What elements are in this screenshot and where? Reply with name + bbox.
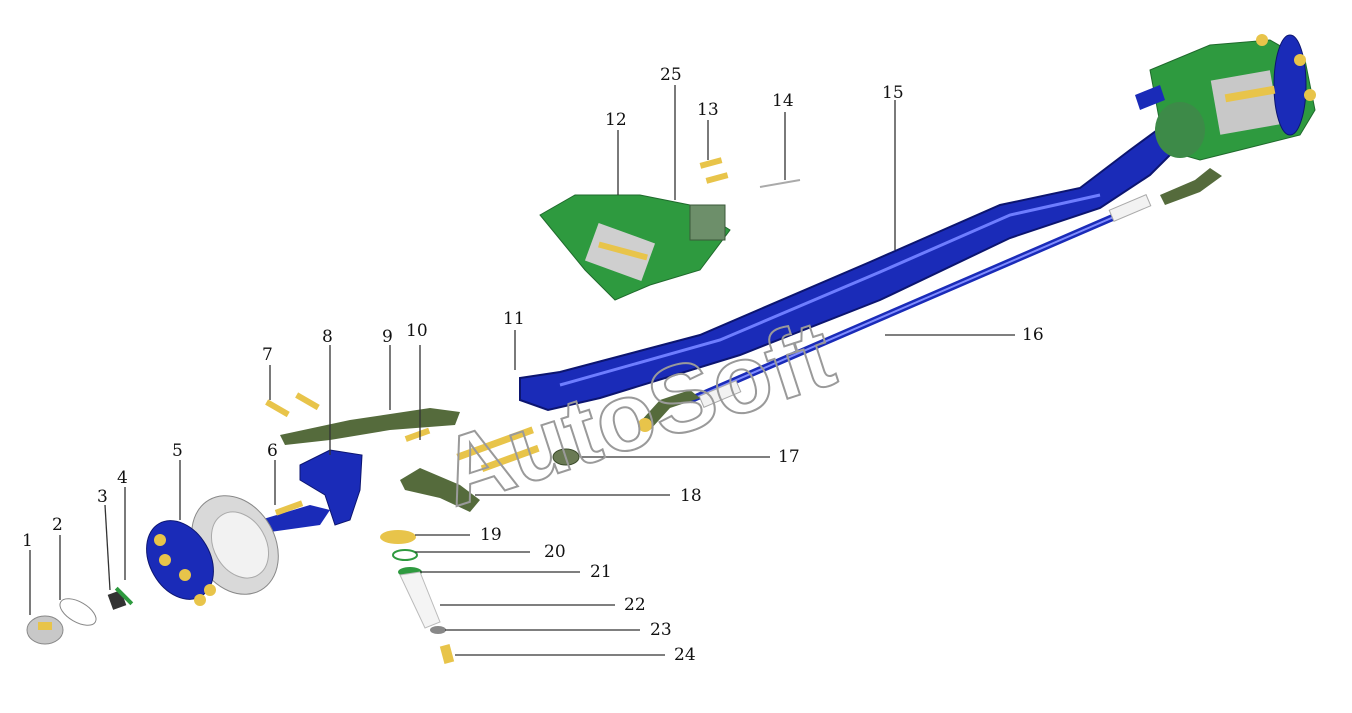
callout-14: 14 bbox=[772, 91, 794, 111]
callout-17: 17 bbox=[778, 447, 800, 467]
callout-25: 25 bbox=[660, 65, 682, 85]
callout-8: 8 bbox=[322, 327, 333, 347]
callout-6: 6 bbox=[267, 441, 278, 461]
callout-24: 24 bbox=[674, 645, 696, 665]
callout-4: 4 bbox=[117, 468, 128, 488]
lower-arm-18 bbox=[400, 468, 480, 512]
small-parts-1-4 bbox=[26, 586, 134, 645]
watermark: AutoSoft bbox=[428, 300, 846, 527]
callout-1: 1 bbox=[22, 531, 33, 551]
bolts-13 bbox=[699, 157, 729, 184]
bolt-6 bbox=[274, 500, 304, 516]
bolts-7 bbox=[265, 392, 320, 418]
callout-18: 18 bbox=[680, 486, 702, 506]
callout-15: 15 bbox=[882, 83, 904, 103]
hub-rotor-5 bbox=[146, 495, 279, 606]
callout-11: 11 bbox=[503, 309, 525, 329]
callout-13: 13 bbox=[697, 100, 719, 120]
callout-20: 20 bbox=[544, 542, 566, 562]
callout-21: 21 bbox=[590, 562, 612, 582]
knuckle-8 bbox=[260, 449, 363, 532]
washer-17 bbox=[552, 448, 580, 466]
callout-9: 9 bbox=[382, 327, 393, 347]
callout-5: 5 bbox=[172, 441, 183, 461]
callout-16: 16 bbox=[1022, 325, 1044, 345]
callout-2: 2 bbox=[52, 515, 63, 535]
callout-10: 10 bbox=[406, 321, 428, 341]
kingpin-stack bbox=[380, 530, 455, 664]
brake-bracket bbox=[539, 194, 731, 301]
callout-23: 23 bbox=[650, 620, 672, 640]
callout-19: 19 bbox=[480, 525, 502, 545]
right-hub-assembly bbox=[1135, 34, 1316, 161]
steering-arm-9 bbox=[280, 408, 460, 445]
callout-22: 22 bbox=[624, 595, 646, 615]
bolts-10 bbox=[404, 426, 540, 473]
leader-lines bbox=[29, 85, 1015, 656]
callout-7: 7 bbox=[262, 345, 273, 365]
callout-labels: 1 2 3 4 5 6 7 8 9 10 11 12 13 14 15 16 1… bbox=[22, 65, 1044, 665]
tie-rod bbox=[638, 168, 1222, 432]
callout-12: 12 bbox=[605, 110, 627, 130]
callout-3: 3 bbox=[97, 487, 108, 507]
axle-beam bbox=[519, 126, 1187, 412]
pin-14 bbox=[759, 179, 801, 188]
